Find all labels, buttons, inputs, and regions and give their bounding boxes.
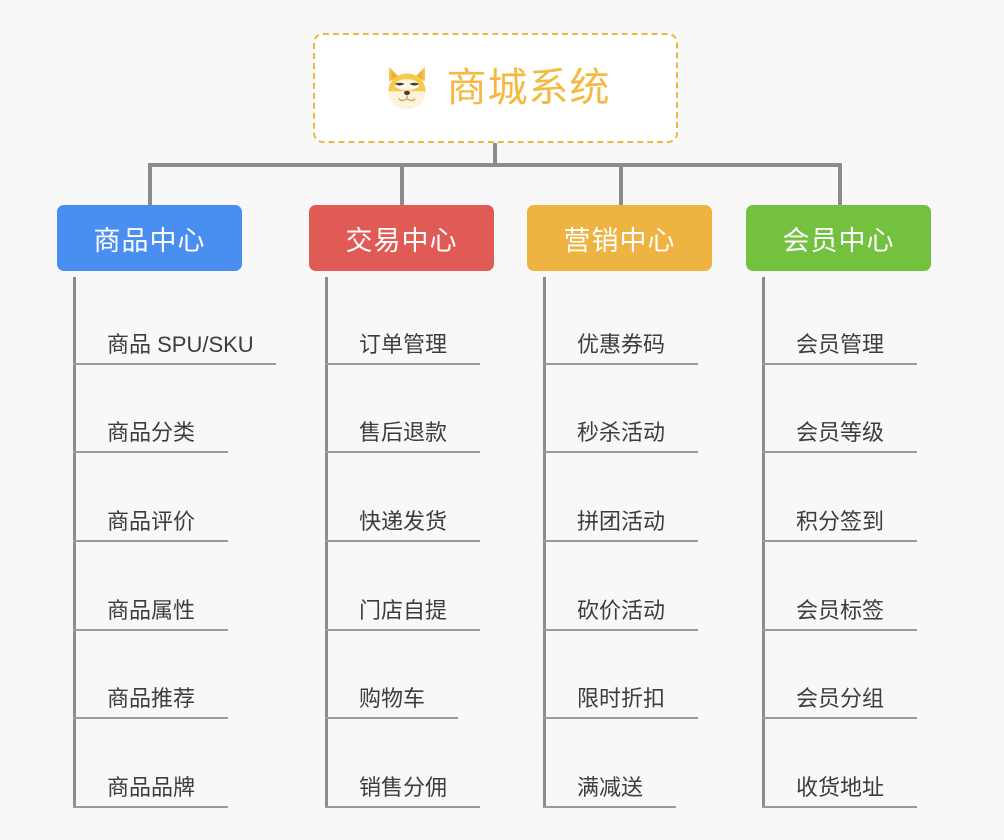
leaf-label: 收货地址 (796, 775, 885, 800)
leaf-underline (325, 629, 480, 631)
leaf-label: 门店自提 (359, 598, 448, 623)
leaf-underline (543, 717, 698, 719)
leaf-underline (762, 451, 917, 453)
leaf-label: 限时折扣 (577, 686, 666, 711)
list-item[interactable]: 快递发货 (325, 454, 480, 542)
leaf-underline (73, 451, 228, 453)
leaf-underline (73, 717, 228, 719)
leaf-label: 快递发货 (359, 509, 448, 534)
leaf-label: 优惠券码 (577, 332, 666, 357)
list-item[interactable]: 商品推荐 (73, 631, 228, 719)
list-item[interactable]: 会员标签 (762, 543, 917, 631)
leaf-underline (762, 540, 917, 542)
list-item[interactable]: 秒杀活动 (543, 365, 698, 453)
list-item[interactable]: 砍价活动 (543, 543, 698, 631)
shiba-dog-face-icon (387, 66, 426, 110)
leaf-underline (325, 806, 480, 808)
root-node-title: 商城系统 (446, 66, 611, 110)
leaf-underline (762, 717, 917, 719)
connector-drop-2 (400, 163, 404, 207)
list-item[interactable]: 会员管理 (762, 277, 917, 365)
list-item[interactable]: 商品 SPU/SKU (73, 277, 276, 365)
leaf-label: 订单管理 (359, 332, 448, 357)
leaf-label: 会员等级 (796, 420, 885, 445)
leaf-label: 会员标签 (796, 598, 885, 623)
connector-drop-4 (838, 163, 842, 207)
leaf-underline (762, 629, 917, 631)
list-item[interactable]: 收货地址 (762, 720, 917, 808)
leaf-label: 购物车 (359, 686, 426, 711)
leaf-underline (325, 540, 480, 542)
leaf-label: 会员管理 (796, 332, 885, 357)
leaf-label: 会员分组 (796, 686, 885, 711)
column-trunk-line (543, 277, 546, 808)
column-trunk-line (73, 277, 76, 808)
leaf-underline (762, 806, 917, 808)
leaf-underline (543, 806, 676, 808)
leaf-label: 秒杀活动 (577, 420, 666, 445)
leaf-label: 商品推荐 (107, 686, 196, 711)
category-box-3[interactable]: 营销中心 (527, 205, 712, 271)
category-box-2-label: 交易中心 (345, 225, 458, 256)
list-item[interactable]: 优惠券码 (543, 277, 698, 365)
leaf-label: 商品评价 (107, 509, 196, 534)
list-item[interactable]: 商品分类 (73, 365, 228, 453)
leaf-label: 拼团活动 (577, 509, 666, 534)
leaf-label: 商品属性 (107, 598, 196, 623)
leaf-underline (73, 363, 276, 365)
list-item[interactable]: 销售分佣 (325, 720, 480, 808)
leaf-label: 商品 SPU/SKU (107, 332, 254, 357)
category-box-1[interactable]: 商品中心 (57, 205, 242, 271)
list-item[interactable]: 商品评价 (73, 454, 228, 542)
category-box-3-label: 营销中心 (563, 225, 676, 256)
leaf-underline (73, 806, 228, 808)
leaf-underline (543, 363, 698, 365)
leaf-underline (325, 717, 458, 719)
leaf-underline (73, 629, 228, 631)
list-item[interactable]: 订单管理 (325, 277, 480, 365)
list-item[interactable]: 商品品牌 (73, 720, 228, 808)
leaf-underline (543, 451, 698, 453)
leaf-underline (543, 540, 698, 542)
list-item[interactable]: 限时折扣 (543, 631, 698, 719)
list-item[interactable]: 会员等级 (762, 365, 917, 453)
list-item[interactable]: 购物车 (325, 631, 458, 719)
connector-root-stem (493, 143, 497, 167)
list-item[interactable]: 商品属性 (73, 543, 228, 631)
connector-drop-3 (619, 163, 623, 207)
leaf-underline (325, 451, 480, 453)
leaf-underline (543, 629, 698, 631)
leaf-label: 砍价活动 (577, 598, 666, 623)
category-box-1-label: 商品中心 (93, 225, 206, 256)
leaf-label: 售后退款 (359, 420, 448, 445)
leaf-label: 销售分佣 (359, 775, 448, 800)
category-box-4[interactable]: 会员中心 (746, 205, 931, 271)
list-item[interactable]: 积分签到 (762, 454, 917, 542)
leaf-label: 商品品牌 (107, 775, 196, 800)
leaf-underline (762, 363, 917, 365)
connector-horizontal-bus (148, 163, 842, 167)
leaf-underline (73, 540, 228, 542)
list-item[interactable]: 拼团活动 (543, 454, 698, 542)
root-node-shop-system[interactable]: 商城系统 (313, 33, 678, 143)
list-item[interactable]: 满减送 (543, 720, 676, 808)
leaf-label: 商品分类 (107, 420, 196, 445)
list-item[interactable]: 门店自提 (325, 543, 480, 631)
connector-drop-1 (148, 163, 152, 207)
column-trunk-line (325, 277, 328, 808)
category-box-2[interactable]: 交易中心 (309, 205, 494, 271)
list-item[interactable]: 会员分组 (762, 631, 917, 719)
leaf-label: 满减送 (577, 775, 644, 800)
leaf-label: 积分签到 (796, 509, 885, 534)
category-box-4-label: 会员中心 (782, 225, 895, 256)
leaf-underline (325, 363, 480, 365)
list-item[interactable]: 售后退款 (325, 365, 480, 453)
column-trunk-line (762, 277, 765, 808)
